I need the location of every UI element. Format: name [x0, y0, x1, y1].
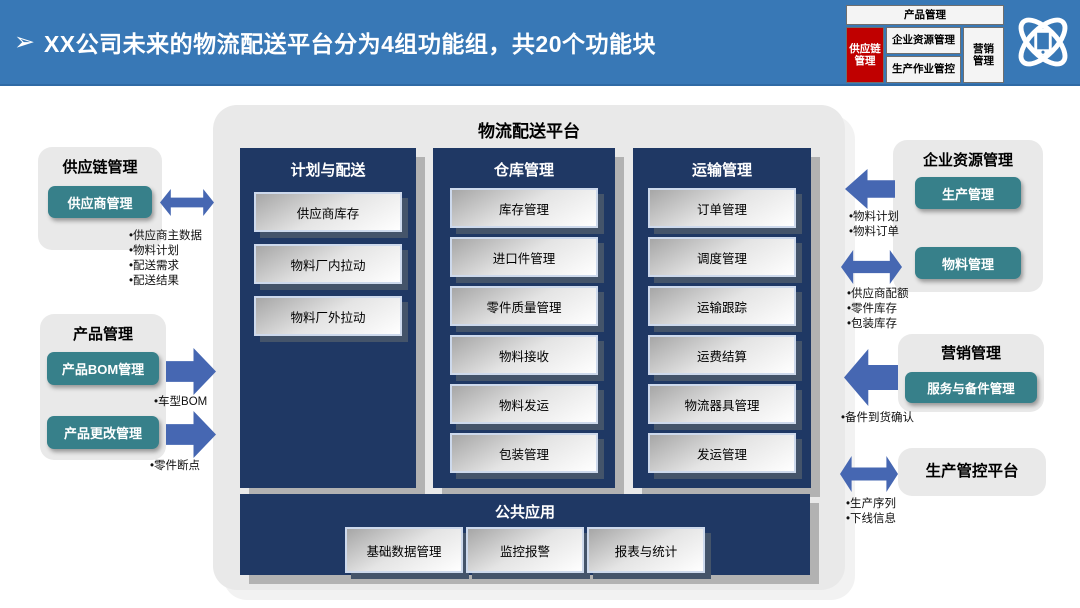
panel-enterprise-resource: 企业资源管理 生产管理 物料管理	[893, 140, 1043, 292]
panel-title: 供应链管理	[62, 159, 138, 176]
function-block: 物流器具管理	[648, 384, 796, 424]
supplier-management-button: 供应商管理	[48, 186, 152, 218]
bullet-line: •配送需求	[129, 260, 180, 272]
function-block: 物料接收	[450, 335, 598, 375]
column-transport: 运输管理 订单管理 调度管理 运输跟踪 运费结算 物流器具管理 发运管理	[633, 148, 811, 488]
marketing-bullet: •备件到货确认	[841, 411, 914, 426]
service-spares-button: 服务与备件管理	[905, 372, 1037, 403]
function-block: 库存管理	[450, 188, 598, 228]
bullet-line: •零件库存	[847, 303, 898, 315]
function-block: 物料厂内拉动	[254, 244, 402, 284]
column-title: 运输管理	[691, 162, 752, 179]
function-block: 物料发运	[450, 384, 598, 424]
legend-cell-enterprise-resource: 企业资源管理	[886, 27, 961, 54]
left-arrow-icon	[844, 349, 898, 406]
panel-production-control: 生产管控平台	[898, 448, 1046, 496]
arrow-bullet-icon: ➢	[14, 27, 35, 56]
bullet-line: •供应商配额	[847, 288, 909, 300]
erm-material-bullets: •供应商配额 •零件库存 •包装库存	[847, 287, 909, 332]
product-bom-button: 产品BOM管理	[47, 352, 159, 385]
right-arrow-icon	[166, 411, 216, 458]
column-title: 仓库管理	[493, 162, 554, 179]
left-arrow-icon	[845, 169, 895, 209]
double-arrow-icon	[841, 250, 902, 284]
double-arrow-icon	[840, 456, 898, 492]
atom-phone-logo-icon	[1018, 17, 1068, 67]
slide-header: ➢ XX公司未来的物流配送平台分为4组功能组，共20个功能块 产品管理 供应链 …	[0, 0, 1080, 86]
function-block: 供应商库存	[254, 192, 402, 232]
erm-production-bullets: •物料计划 •物料订单	[849, 210, 899, 240]
bullet-line: •配送结果	[129, 275, 180, 287]
panel-product: 产品管理 产品BOM管理 产品更改管理	[40, 314, 166, 460]
bullet-line: •包装库存	[847, 318, 898, 330]
column-title: 计划与配送	[290, 162, 366, 179]
mes-bullets: •生产序列 •下线信息	[846, 497, 896, 527]
panel-title: 企业资源管理	[922, 152, 1013, 169]
panel-supply-chain: 供应链管理 供应商管理	[38, 147, 162, 250]
function-group-legend: 产品管理 供应链 管理 企业资源管理 生产作业管控 营销 管理	[846, 5, 1004, 83]
panel-title: 生产管控平台	[925, 463, 1019, 480]
vehicle-bom-bullet: •车型BOM	[154, 395, 207, 410]
function-block: 运输跟踪	[648, 286, 796, 326]
column-warehouse: 仓库管理 库存管理 进口件管理 零件质量管理 物料接收 物料发运 包装管理	[433, 148, 615, 488]
legend-cell-marketing: 营销 管理	[963, 27, 1004, 83]
bullet-line: •供应商主数据	[129, 230, 203, 242]
legend-cell-supply-chain-active: 供应链 管理	[846, 27, 884, 83]
material-management-button: 物料管理	[915, 247, 1021, 279]
function-block: 发运管理	[648, 433, 796, 473]
production-management-button: 生产管理	[915, 177, 1021, 209]
function-block: 进口件管理	[450, 237, 598, 277]
double-arrow-icon	[160, 189, 214, 216]
legend-cell-production-ops: 生产作业管控	[886, 56, 961, 83]
slide-title: XX公司未来的物流配送平台分为4组功能组，共20个功能块	[43, 31, 657, 57]
bullet-line: •备件到货确认	[841, 412, 915, 424]
function-block: 调度管理	[648, 237, 796, 277]
product-change-button: 产品更改管理	[47, 416, 159, 449]
function-block: 运费结算	[648, 335, 796, 375]
column-planning-delivery: 计划与配送 供应商库存 物料厂内拉动 物料厂外拉动	[240, 148, 416, 488]
panel-title: 产品管理	[72, 326, 133, 343]
legend-cell-product: 产品管理	[846, 5, 1004, 25]
function-block: 订单管理	[648, 188, 796, 228]
bullet-line: •下线信息	[846, 513, 897, 525]
function-block: 基础数据管理	[345, 527, 463, 573]
bullet-line: •物料计划	[849, 211, 900, 223]
function-block: 物料厂外拉动	[254, 296, 402, 336]
bullet-line: •零件断点	[150, 460, 201, 472]
function-block: 报表与统计	[587, 527, 705, 573]
function-block: 零件质量管理	[450, 286, 598, 326]
supply-chain-bullets: •供应商主数据 •物料计划 •配送需求 •配送结果	[129, 229, 202, 289]
bullet-line: •生产序列	[846, 498, 897, 510]
function-block: 监控报警	[466, 527, 584, 573]
part-breakpoint-bullet: •零件断点	[150, 459, 200, 474]
right-arrow-icon	[166, 348, 216, 395]
panel-marketing: 营销管理 服务与备件管理	[898, 334, 1044, 412]
platform-title: 物流配送平台	[478, 122, 580, 141]
bullet-line: •车型BOM	[154, 396, 208, 408]
bullet-line: •物料订单	[849, 226, 900, 238]
function-block: 包装管理	[450, 433, 598, 473]
common-applications-bar: 公共应用 基础数据管理 监控报警 报表与统计	[240, 494, 810, 575]
panel-title: 营销管理	[940, 345, 1001, 362]
logistics-platform-container: 物流配送平台 计划与配送 供应商库存 物料厂内拉动 物料厂外拉动 仓库管理 库存…	[213, 105, 845, 590]
common-title: 公共应用	[494, 504, 555, 521]
bullet-line: •物料计划	[129, 245, 180, 257]
